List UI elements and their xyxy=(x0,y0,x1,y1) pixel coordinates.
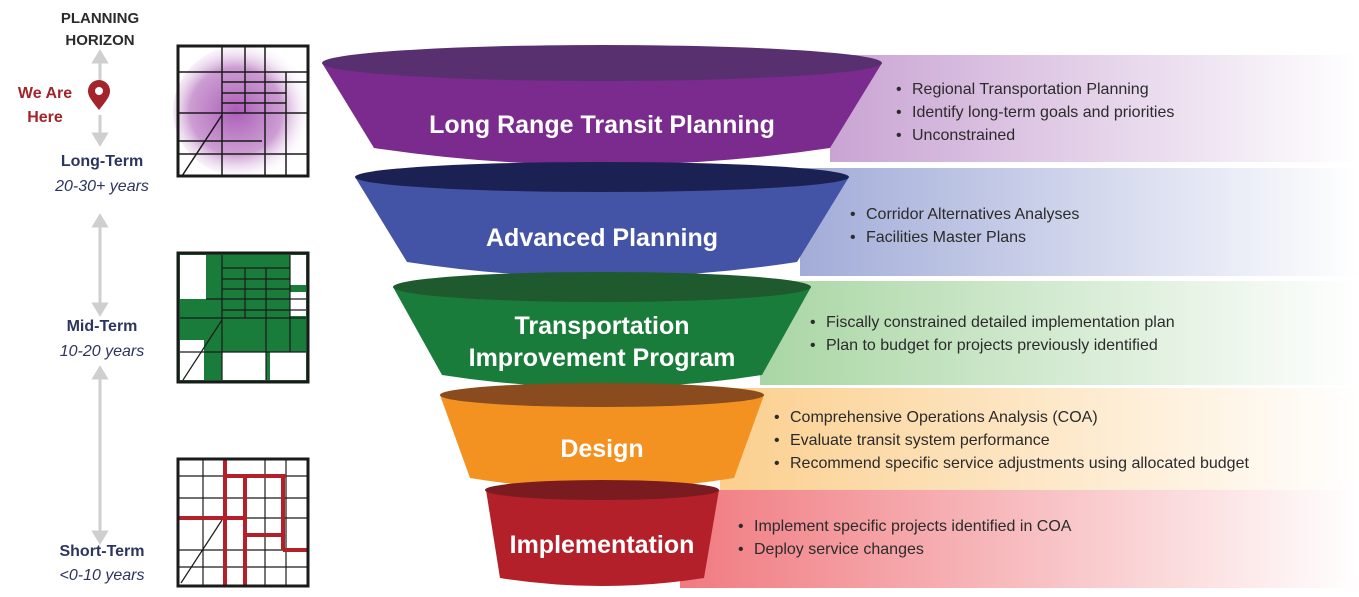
bullets-design: Comprehensive Operations Analysis (COA) … xyxy=(770,406,1249,475)
bullet-item: Identify long-term goals and priorities xyxy=(892,101,1174,124)
bullet-item: Recommend specific service adjustments u… xyxy=(770,452,1249,475)
stage-title-line: Design xyxy=(560,435,644,463)
stage-title-line: Improvement Program xyxy=(468,344,736,372)
map-icon-long-term xyxy=(173,44,313,178)
stage-title-implementation: Implementation xyxy=(492,530,712,560)
stage-title-line: Advanced Planning xyxy=(486,224,718,252)
bullet-item: Regional Transportation Planning xyxy=(892,78,1174,101)
bullet-item: Comprehensive Operations Analysis (COA) xyxy=(770,406,1249,429)
bullets-long-range: Regional Transportation Planning Identif… xyxy=(892,78,1174,147)
funnel-stage-design xyxy=(440,383,764,489)
stage-title-tip: Transportation Improvement Program xyxy=(432,310,772,374)
we-are-here-label: We Are Here xyxy=(4,82,86,130)
term-label-long: Long-Term xyxy=(60,153,144,170)
bullet-item: Plan to budget for projects previously i… xyxy=(806,334,1175,357)
funnel-stage-long-range xyxy=(322,45,882,165)
term-years-mid: 10-20 years xyxy=(59,343,145,360)
bullet-item: Deploy service changes xyxy=(734,538,1071,561)
funnel-stage-tip xyxy=(393,272,811,388)
map-icon-mid-term xyxy=(176,251,310,384)
horizon-title-line1: PLANNING xyxy=(60,10,140,27)
bullets-implementation: Implement specific projects identified i… xyxy=(734,515,1071,561)
funnel-stage-advanced xyxy=(355,162,849,277)
bullet-item: Unconstrained xyxy=(892,124,1174,147)
stage-title-advanced: Advanced Planning xyxy=(402,223,802,253)
we-are-here-line2: Here xyxy=(27,109,63,126)
funnel-stage-implementation xyxy=(485,480,719,586)
bullet-item: Fiscally constrained detailed implementa… xyxy=(806,311,1175,334)
bullet-item: Facilities Master Plans xyxy=(846,226,1079,249)
location-pin-icon xyxy=(88,80,110,110)
planning-horizon-title: PLANNING HORIZON xyxy=(20,8,180,52)
term-label-mid: Mid-Term xyxy=(66,318,138,335)
term-years-short: <0-10 years xyxy=(59,567,145,584)
stage-title-line: Long Range Transit Planning xyxy=(429,111,775,139)
bullets-advanced: Corridor Alternatives Analyses Facilitie… xyxy=(846,203,1079,249)
stage-title-line: Implementation xyxy=(509,531,695,559)
map-icon-short-term xyxy=(176,457,310,588)
timeline-arrows xyxy=(91,49,109,545)
term-label-short: Short-Term xyxy=(59,543,145,560)
we-are-here-line1: We Are xyxy=(17,85,73,102)
bullet-item: Implement specific projects identified i… xyxy=(734,515,1071,538)
bullets-tip: Fiscally constrained detailed implementa… xyxy=(806,311,1175,357)
bullet-item: Evaluate transit system performance xyxy=(770,429,1249,452)
stage-title-line: Transportation xyxy=(514,312,690,340)
bullet-item: Corridor Alternatives Analyses xyxy=(846,203,1079,226)
term-years-long: 20-30+ years xyxy=(55,178,149,195)
horizon-title-line2: HORIZON xyxy=(65,32,135,49)
stage-title-design: Design xyxy=(472,434,732,464)
stage-title-long-range: Long Range Transit Planning xyxy=(372,110,832,140)
